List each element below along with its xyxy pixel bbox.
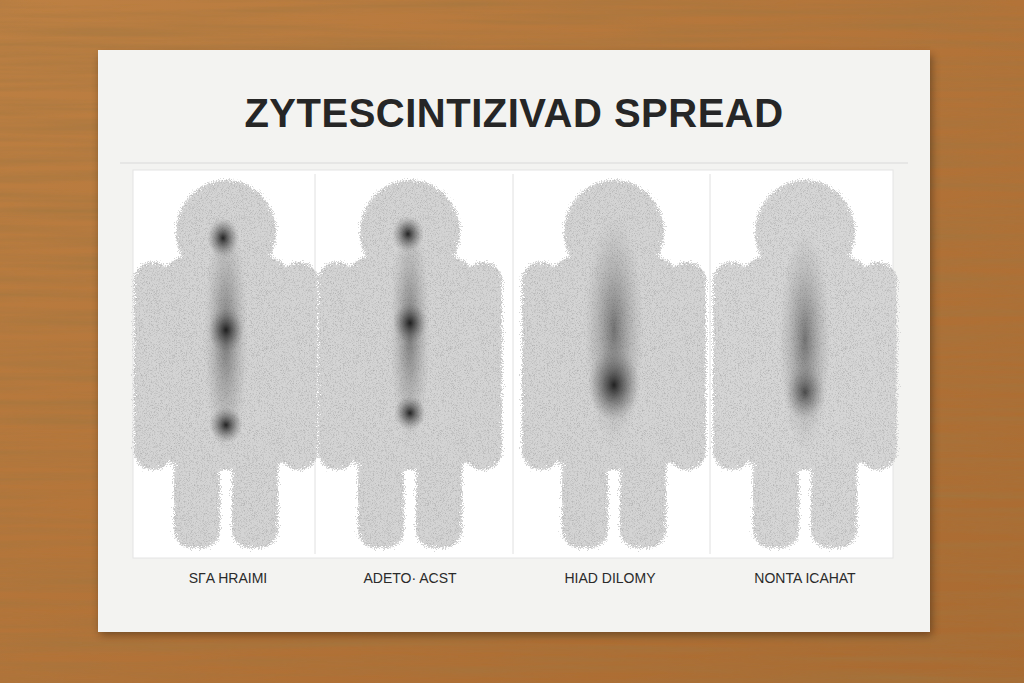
scintigraphy-figure [134, 180, 318, 548]
scintigraphy-figure [522, 180, 706, 548]
paper-sheet [98, 50, 930, 632]
figure-label: SΓA HRAIMI [189, 570, 268, 586]
figure-label: NONTA ICAHAT [754, 570, 855, 586]
scintigraphy-figure [713, 180, 897, 548]
scintigraphy-figure [318, 180, 502, 548]
figure-label: ADETO· ACST [363, 570, 456, 586]
figure-label: HIAD DILOMY [564, 570, 655, 586]
title: ZYTESCINTIZIVAD SPREAD [244, 91, 783, 136]
